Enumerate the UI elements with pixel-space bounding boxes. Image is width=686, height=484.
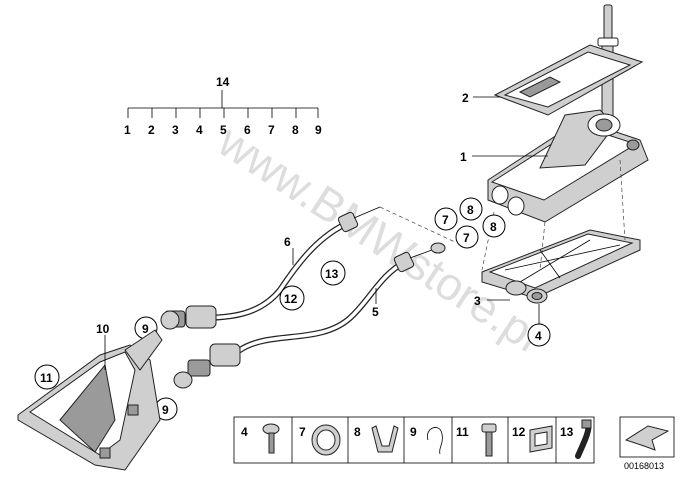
cable-part-6 [160, 206, 381, 330]
legend-item-7: 7 [299, 424, 341, 456]
legend-item-4: 4 [241, 423, 280, 454]
callout-11: 11 [40, 371, 53, 385]
group-items: 1 2 3 4 5 6 7 8 9 [124, 123, 322, 137]
spring-clip-icon [426, 427, 443, 455]
bolt-shank-icon [268, 432, 275, 454]
legend-item-8: 8 [354, 425, 399, 453]
legend-label-7: 7 [299, 425, 306, 439]
direction-arrow-box [619, 416, 675, 458]
legend-strip: 4 7 8 9 11 12 13 [233, 416, 595, 464]
group-bracket [127, 90, 319, 118]
callout-7b-circle [455, 225, 479, 249]
housing-part-1 [487, 109, 649, 223]
legend-item-9: 9 [410, 425, 443, 455]
group-item-8: 8 [292, 123, 299, 137]
group-item-5: 5 [220, 123, 227, 137]
legend-item-13: 13 [560, 419, 592, 459]
group-item-3: 3 [172, 123, 179, 137]
group-item-1: 1 [124, 123, 131, 137]
legend-label-9: 9 [410, 425, 417, 439]
callout-12: 12 [284, 292, 298, 306]
group-item-9: 9 [315, 123, 322, 137]
legend-label-11: 11 [456, 425, 469, 439]
diagram-code: 00168013 [624, 461, 664, 471]
bracket-part-10 [17, 329, 163, 471]
callout-11-circle [34, 364, 60, 390]
callout-13-circle [320, 260, 346, 286]
clip-icon [371, 425, 399, 453]
callout-7b: 7 [463, 231, 470, 245]
screw-head-icon [481, 423, 497, 433]
callout-5: 5 [372, 305, 379, 319]
callout-12-circle [279, 285, 305, 311]
cable-part-5 [173, 242, 446, 389]
group-item-2: 2 [148, 123, 155, 137]
arrow-icon [624, 425, 670, 451]
callout-2: 2 [462, 91, 469, 105]
callout-7a: 7 [442, 213, 449, 227]
group-item-7: 7 [268, 123, 275, 137]
group-label-14: 14 [216, 75, 230, 89]
callout-8a-circle [459, 197, 483, 221]
frame-part-2 [493, 44, 644, 116]
watermark-text: www.BMWstore.pl [209, 114, 551, 361]
plate-ribs [504, 239, 621, 283]
callout-4: 4 [535, 329, 542, 343]
legend-label-12: 12 [512, 425, 526, 439]
group-item-6: 6 [244, 123, 251, 137]
legend-item-11: 11 [456, 423, 497, 457]
shift-lever [597, 4, 619, 122]
callout-10: 10 [96, 322, 110, 336]
legend-label-4: 4 [241, 425, 248, 439]
legend-label-13: 13 [560, 425, 574, 439]
callout-1: 1 [460, 150, 467, 164]
callout-9a: 9 [142, 322, 149, 336]
base-plate-part-3 [481, 229, 641, 304]
callout-3: 3 [474, 294, 481, 308]
callout-9b: 9 [162, 403, 169, 417]
callout-8a: 8 [467, 203, 474, 217]
legend-label-8: 8 [354, 425, 361, 439]
callout-8b-circle [482, 214, 506, 238]
legend-item-12: 12 [512, 425, 553, 453]
group-item-4: 4 [196, 123, 203, 137]
screw-shank-icon [485, 431, 493, 457]
callout-6: 6 [284, 235, 291, 249]
callout-7a-circle [434, 207, 458, 231]
callout-8b: 8 [490, 220, 497, 234]
callout-13: 13 [325, 267, 339, 281]
